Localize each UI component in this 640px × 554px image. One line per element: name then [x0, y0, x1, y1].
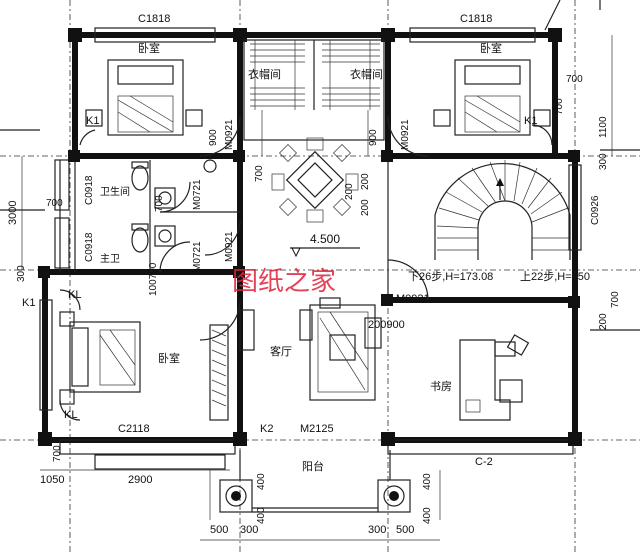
dim-400-b: 400 [256, 507, 267, 524]
dim-300-left: 300 [16, 265, 27, 282]
dim-1050: 1050 [40, 474, 64, 486]
dim-2900: 2900 [128, 474, 152, 486]
dim-200900: 200900 [368, 319, 405, 331]
label-bedroom-sw: 卧室 [158, 351, 180, 365]
elevation-marker [290, 247, 360, 258]
win-c0918-b: C0918 [84, 232, 95, 262]
door-swings [59, 115, 553, 421]
structural-columns [38, 28, 582, 446]
door-m0921-a: M0921 [224, 119, 235, 150]
bed-ne [433, 59, 551, 136]
dim-700-b: 700 [154, 195, 165, 212]
label-bathroom: 卫生间 [100, 185, 130, 198]
dim-300-bottom-left: 300 [240, 524, 258, 536]
label-study: 书房 [430, 380, 452, 393]
door-k2: K2 [260, 423, 273, 435]
door-m0921-d: M0921 [396, 293, 430, 305]
stair-up-text: 上22步,H=150 [520, 270, 590, 283]
door-k1-b: K1 [524, 115, 537, 127]
dim-100700: 100700 [148, 262, 159, 296]
label-master-bath: 主卫 [100, 253, 120, 265]
dim-200-v: 200 [344, 183, 355, 200]
label-bedroom-nw: 卧室 [138, 41, 160, 55]
dim-900-a: 900 [208, 129, 219, 146]
win-c2: C-2 [475, 456, 493, 468]
dim-3000: 3000 [7, 201, 19, 225]
win-c0918: C0918 [84, 175, 95, 205]
dim-400-c: 400 [422, 473, 433, 490]
label-closet-right: 衣帽间 [350, 67, 383, 81]
label-closet-left: 衣帽间 [248, 67, 281, 81]
dim-300-right: 300 [598, 153, 609, 170]
dim-700-right-2: 700 [610, 291, 621, 308]
elevation-text: 4.500 [310, 232, 340, 246]
dim-700-right: 700 [566, 74, 583, 85]
bath-fixtures [131, 159, 217, 253]
door-k1-a: K1 [86, 115, 99, 127]
dim-200-c: 200 [360, 173, 371, 190]
dining-table [271, 137, 359, 223]
door-m0721-a: M0721 [192, 179, 203, 210]
label-living: 客厅 [270, 344, 292, 358]
closet-racks [243, 39, 385, 141]
dim-700-left: 700 [46, 198, 63, 209]
dim-500-left: 500 [210, 524, 228, 536]
dim-200-d: 200 [360, 199, 371, 216]
door-k1-c: K1 [22, 297, 35, 309]
tv-cabinet [209, 309, 255, 421]
bed-nw [85, 59, 203, 136]
spiral-stair [434, 160, 571, 260]
dim-300-bottom-right: 300 [368, 524, 386, 536]
win-c1818-right: C1818 [460, 13, 492, 25]
balcony-planters [94, 450, 411, 513]
sofa-set [299, 297, 382, 401]
label-bedroom-ne: 卧室 [480, 41, 502, 55]
window-frames [39, 27, 582, 455]
dim-700-v: 700 [52, 445, 63, 462]
door-m0921-b: M0921 [400, 119, 411, 150]
door-kl-b: KL [64, 409, 77, 421]
door-m2125: M2125 [300, 423, 334, 435]
win-c1818-left: C1818 [138, 13, 170, 25]
stair-down-text: 下26步,H=173.08 [408, 270, 493, 283]
win-c0926: C0926 [590, 195, 601, 225]
door-m0921-c: M0921 [224, 231, 235, 262]
dim-700-c: 700 [254, 165, 265, 182]
label-balcony: 阳台 [302, 459, 324, 473]
study-desk [459, 334, 530, 421]
dim-500-right: 500 [396, 524, 414, 536]
dim-200-right: 200 [598, 313, 609, 330]
win-c2118: C2118 [118, 423, 150, 435]
dim-1100-right: 1100 [598, 116, 609, 138]
watermark-text: 图纸之家 [232, 267, 336, 297]
dim-900-b: 900 [368, 129, 379, 146]
dim-700-v2: 700 [554, 98, 565, 115]
door-m0721-b: M0721 [192, 241, 203, 272]
dim-400-a: 400 [256, 473, 267, 490]
bed-sw [59, 311, 141, 405]
dim-400-d: 400 [422, 507, 433, 524]
door-kl-a: KL [68, 289, 81, 301]
dimension-lines [21, 35, 613, 541]
